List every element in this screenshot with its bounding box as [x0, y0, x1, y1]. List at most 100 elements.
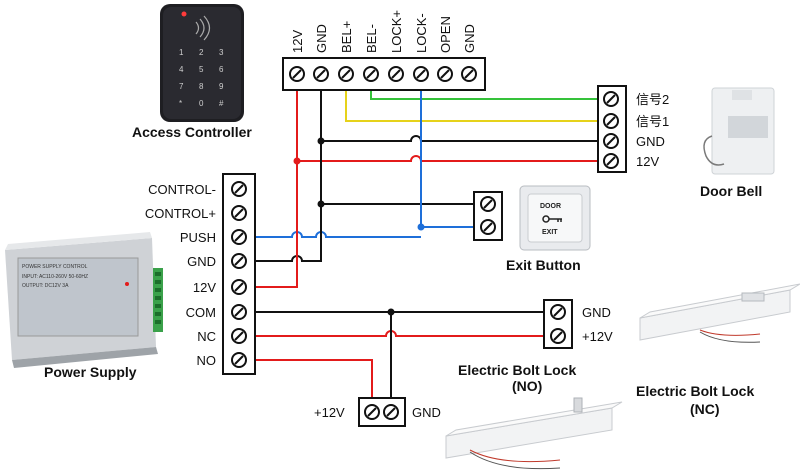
- svg-text:4: 4: [179, 65, 184, 74]
- no-lock-sublabel: (NO): [512, 378, 542, 394]
- doorbell-terminal-screw: [603, 113, 619, 129]
- power-supply-panel: [17, 257, 139, 337]
- svg-text:3: 3: [219, 48, 224, 57]
- nc-bolt-lock-device: [639, 283, 800, 343]
- no-lock-terminal-left: +12V: [314, 405, 345, 420]
- terminal-label: 信号1: [636, 114, 669, 129]
- psu-terminal-screw: [231, 229, 247, 245]
- wire-black-exit: [320, 141, 486, 205]
- no-bolt-lock-device: [445, 397, 623, 470]
- rfid-icon: [195, 15, 211, 41]
- power-supply-label: Power Supply: [44, 364, 137, 380]
- terminal-label: 12V: [636, 154, 659, 169]
- controller-terminal-screw: [313, 66, 329, 82]
- power-supply-panel-title: POWER SUPPLY CONTROL: [22, 264, 88, 270]
- nc-lock-sublabel: (NC): [690, 401, 720, 417]
- svg-text:6: 6: [219, 65, 224, 74]
- controller-terminal-screw: [461, 66, 477, 82]
- exit-button-label: Exit Button: [506, 257, 581, 273]
- psu-terminal-screw: [231, 304, 247, 320]
- exit-button-terminal-strip: [473, 191, 503, 241]
- key-icon: [542, 215, 562, 223]
- no-lock-terminal-right: GND: [412, 405, 441, 420]
- exit-button-terminal-screw: [480, 196, 496, 212]
- access-controller-label: Access Controller: [132, 124, 252, 140]
- terminal-label: BEL+: [339, 21, 354, 53]
- psu-terminal-screw: [231, 328, 247, 344]
- wire-blue-push: [239, 231, 421, 238]
- door-bell-label: Door Bell: [700, 183, 762, 199]
- terminal-label: NO: [197, 353, 217, 368]
- terminal-label: 12V: [193, 280, 216, 295]
- wire-red-no: [239, 359, 373, 410]
- svg-text:7: 7: [179, 82, 184, 91]
- junction-dots: [293, 137, 425, 316]
- psu-terminal-screw: [231, 181, 247, 197]
- svg-text:2: 2: [199, 48, 204, 57]
- exit-button-device: DOOR EXIT: [519, 185, 591, 251]
- terminal-label: GND: [187, 254, 216, 269]
- junction-dot: [317, 137, 325, 145]
- terminal-label: COM: [186, 305, 216, 320]
- svg-text:8: 8: [199, 82, 204, 91]
- psu-terminal-screw: [231, 253, 247, 269]
- terminal-label: CONTROL+: [145, 206, 216, 221]
- junction-dot: [293, 157, 301, 165]
- controller-terminal-screw: [388, 66, 404, 82]
- wire-red-12v-psu: [239, 161, 298, 288]
- controller-terminal-screw: [289, 66, 305, 82]
- svg-text:9: 9: [219, 82, 224, 91]
- terminal-label: GND: [462, 24, 477, 53]
- junction-dot: [317, 200, 325, 208]
- status-led-icon: [181, 11, 187, 17]
- access-controller-device: 1 2 3 4 5 6 7 8 9 * 0 #: [160, 4, 244, 122]
- nc-lock-terminal-strip: GND +12V: [543, 299, 613, 349]
- nc-lock-terminal-screw: [550, 328, 566, 344]
- svg-text:#: #: [219, 99, 224, 108]
- doorbell-terminal-screw: [603, 91, 619, 107]
- no-lock-terminal-screw: [364, 404, 380, 420]
- no-lock-label: Electric Bolt Lock: [458, 362, 576, 378]
- controller-terminal-screw: [437, 66, 453, 82]
- terminal-label: NC: [197, 329, 216, 344]
- terminal-label: GND: [582, 305, 611, 320]
- terminal-label: GND: [314, 24, 329, 53]
- terminal-label: +12V: [582, 329, 613, 344]
- power-supply-panel-input: INPUT: AC110-260V 50-60HZ: [22, 274, 88, 280]
- terminal-label: LOCK+: [389, 10, 404, 53]
- svg-text:5: 5: [199, 65, 204, 74]
- terminal-label: BEL-: [364, 24, 379, 53]
- psu-terminal-screw: [231, 352, 247, 368]
- terminal-label: CONTROL-: [148, 182, 216, 197]
- power-supply-panel-output: OUTPUT: DC12V 3A: [22, 283, 69, 289]
- exit-plate-bottom: EXIT: [542, 229, 558, 236]
- wire-red-nc: [239, 330, 555, 337]
- door-bell-device: [703, 87, 775, 175]
- terminal-label: LOCK-: [414, 13, 429, 53]
- junction-dot: [387, 308, 395, 316]
- power-led-icon: [125, 282, 129, 286]
- terminal-label: 12V: [290, 30, 305, 53]
- terminal-label: OPEN: [438, 16, 453, 53]
- exit-button-terminal-screw: [480, 219, 496, 235]
- doorbell-terminal-screw: [603, 133, 619, 149]
- svg-text:*: *: [179, 99, 182, 108]
- controller-terminal-screw: [338, 66, 354, 82]
- terminal-label: GND: [636, 134, 665, 149]
- svg-text:0: 0: [199, 99, 204, 108]
- exit-plate-top: DOOR: [540, 203, 561, 210]
- svg-text:1: 1: [179, 48, 184, 57]
- nc-lock-label: Electric Bolt Lock: [636, 383, 754, 399]
- controller-terminal-screw: [413, 66, 429, 82]
- terminal-label: 信号2: [636, 92, 669, 107]
- nc-lock-terminal-screw: [550, 304, 566, 320]
- power-supply-device: POWER SUPPLY CONTROL INPUT: AC110-260V 5…: [5, 232, 163, 368]
- no-lock-terminal-screw: [383, 404, 399, 420]
- no-lock-terminal-strip: +12V GND: [314, 397, 441, 427]
- psu-terminal-screw: [231, 279, 247, 295]
- controller-terminal-screw: [363, 66, 379, 82]
